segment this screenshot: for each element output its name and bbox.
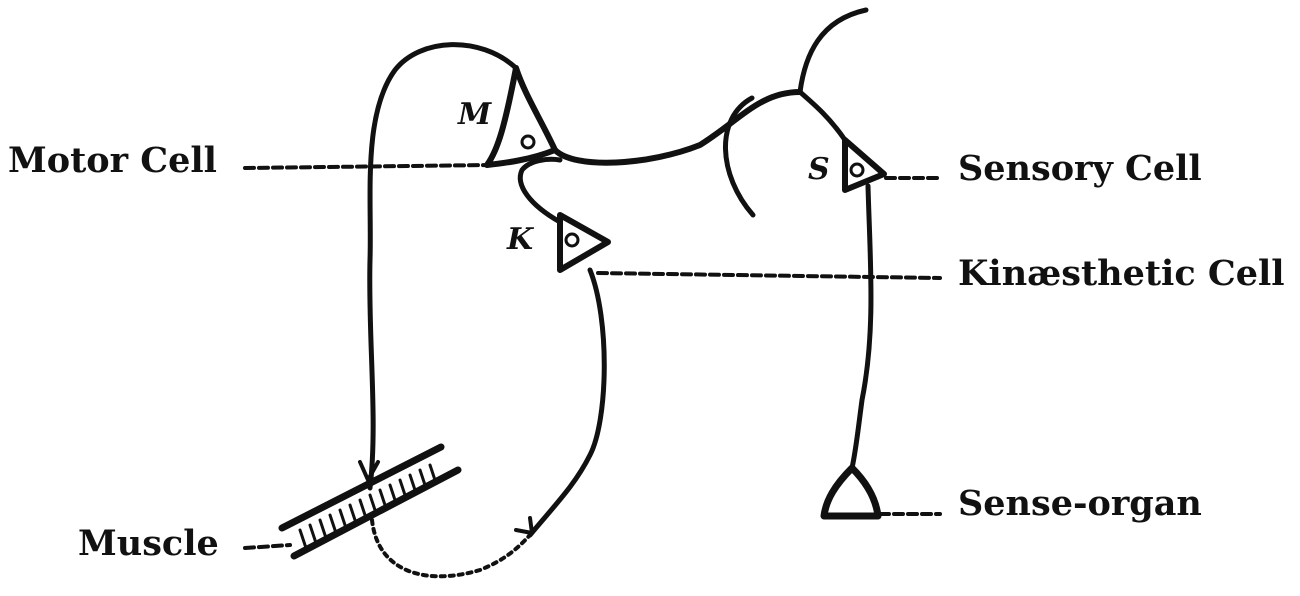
motor-axon	[367, 42, 519, 491]
motor-cell-nucleus	[520, 134, 536, 150]
kinaesthetic-cell-label: Kinæsthetic Cell	[958, 253, 1285, 294]
sensory-cell-nucleus	[849, 162, 865, 178]
sensory-cell-label: Sensory Cell	[958, 148, 1202, 189]
kinaesthetic-fiber-arrowhead	[514, 516, 534, 535]
kinaesthetic-cell-leader	[596, 271, 942, 280]
kinaesthetic-to-motor-fiber	[517, 156, 563, 225]
muscle-label: Muscle	[78, 523, 219, 564]
motor-cell-leader	[243, 163, 492, 170]
sensory-cell-letter: S	[808, 152, 830, 187]
motor-to-sensory-fiber	[552, 89, 803, 166]
muscle-leader	[243, 543, 292, 550]
motor-cell-body	[484, 65, 558, 168]
sensory-dendrite-main	[797, 89, 848, 143]
motor-cell-label: Motor Cell	[8, 140, 217, 181]
sensory-dendrite-upper	[797, 7, 869, 95]
motor-cell-letter: M	[458, 97, 492, 132]
motor-axon-arrowhead	[358, 460, 380, 482]
kinaesthetic-cell-body	[557, 212, 611, 273]
sense-organ-label: Sense-organ	[958, 483, 1202, 524]
sensory-axon	[849, 183, 874, 471]
kinaesthetic-cell-letter: K	[507, 222, 534, 257]
sensory-dendrite-left	[723, 95, 756, 218]
sensory-cell-body	[842, 137, 887, 193]
kinaesthetic-cell-nucleus	[564, 232, 580, 248]
muscle-shape	[278, 443, 462, 560]
kinaesthetic-fiber	[527, 267, 607, 538]
muscle-return-path	[370, 518, 532, 579]
sense-organ-shape	[820, 464, 882, 520]
